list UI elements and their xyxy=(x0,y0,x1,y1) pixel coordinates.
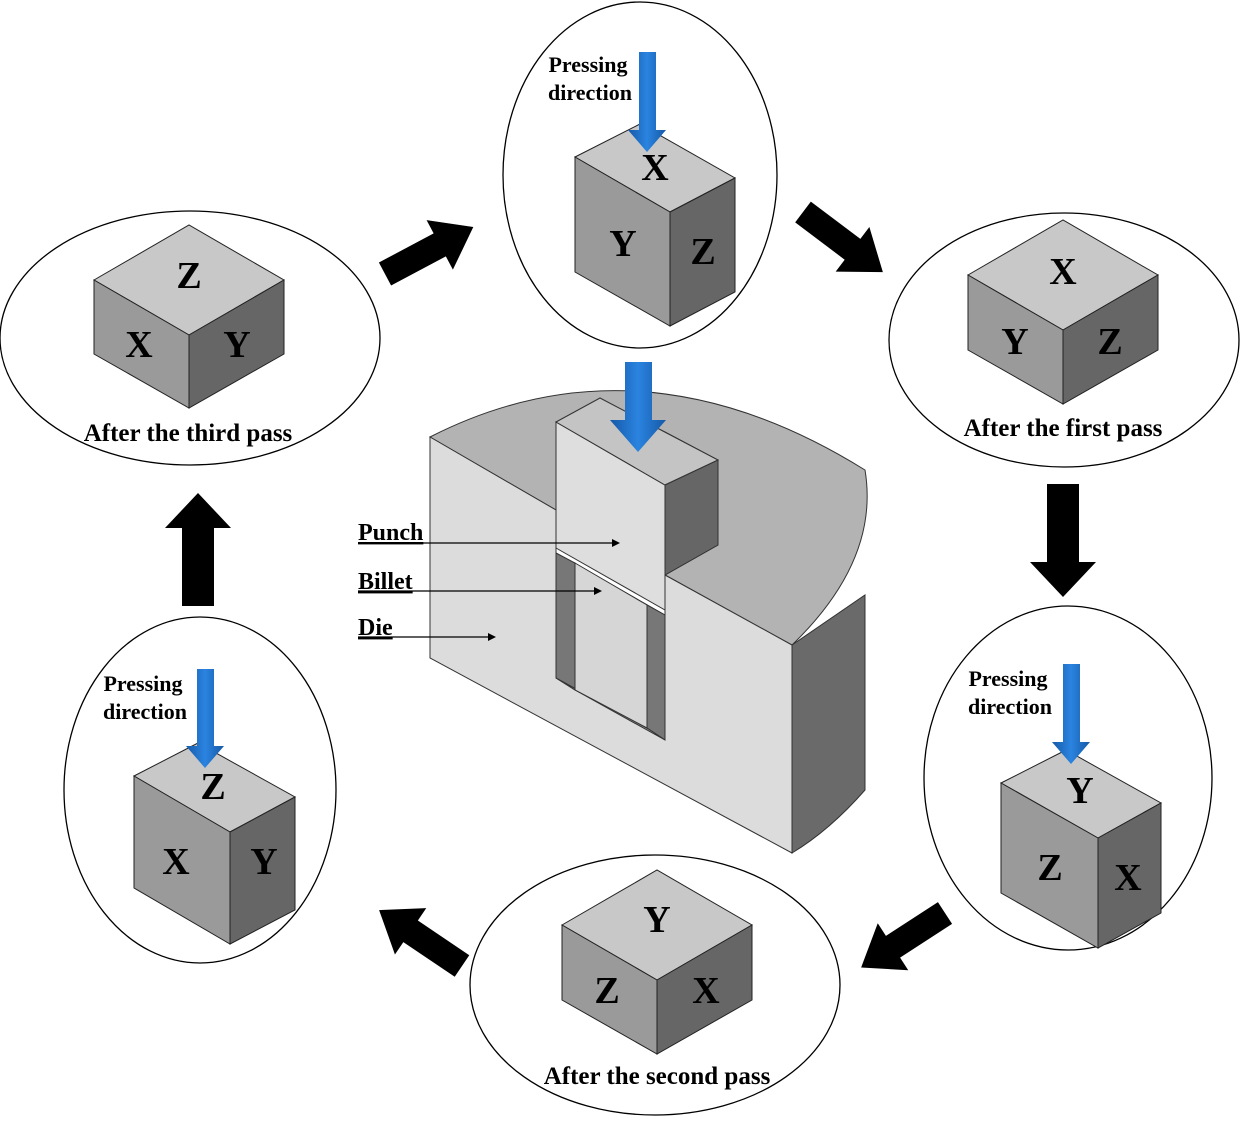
first-cube-right xyxy=(1062,274,1159,405)
second-cube-top-label: Y xyxy=(643,899,670,941)
flow-arrow-second-to-press3 xyxy=(379,908,470,977)
third-pass-cube: Z X Y xyxy=(93,224,285,409)
flow-arrow-press2-to-second xyxy=(861,902,953,971)
press2-cube-right xyxy=(1097,802,1162,949)
third-cube-right-label: Y xyxy=(223,324,250,366)
pressing-arrow-press2 xyxy=(1052,664,1090,764)
first-pass-cube: X Y Z xyxy=(967,219,1159,405)
pressing-label-press2-line2: direction xyxy=(968,694,1052,719)
press2-cube-left-label: Z xyxy=(1037,847,1062,889)
die-leader-head xyxy=(488,633,496,641)
first-pass-caption: After the first pass xyxy=(964,415,1163,442)
pressing-label-initial-line1: Pressing xyxy=(548,52,627,77)
third-cube-top-label: Z xyxy=(176,255,201,297)
initial-cube-right xyxy=(669,177,736,327)
second-cube-left-label: Z xyxy=(594,970,619,1012)
punch-side xyxy=(664,459,719,576)
press3-cube-left-label: X xyxy=(162,841,189,883)
press3-cube-top-label: Z xyxy=(200,766,225,808)
punch-leader-head xyxy=(612,539,620,547)
die-channel xyxy=(555,552,576,691)
pressing-arrow-press3 xyxy=(186,669,224,768)
press3-cube-right xyxy=(229,796,296,945)
flow-arrow-initial-to-first xyxy=(795,201,883,273)
second-pass-caption: After the second pass xyxy=(544,1063,771,1090)
press2-cube-right-label: X xyxy=(1114,857,1141,899)
punch-label: Punch xyxy=(358,520,423,546)
flow-arrow-first-to-press2 xyxy=(1030,484,1096,597)
third-cube-right xyxy=(188,279,285,409)
pressing-label-press3-line2: direction xyxy=(103,699,187,724)
die-assembly xyxy=(428,390,868,854)
initial-cube: X Y Z xyxy=(573,123,737,327)
pressing-label-press2-line1: Pressing xyxy=(968,666,1047,691)
initial-cube-top-label: X xyxy=(641,147,668,189)
pressing-label-press3-line1: Pressing xyxy=(103,671,182,696)
second-cube-right-label: X xyxy=(692,970,719,1012)
billet xyxy=(574,562,648,729)
first-cube-right-label: Z xyxy=(1097,321,1122,363)
flow-arrow-third-to-initial xyxy=(378,220,474,286)
die-outer-wall xyxy=(791,594,866,854)
second-pass-cube: Y Z X xyxy=(561,869,753,1055)
first-cube-left-label: Y xyxy=(1001,321,1028,363)
initial-cube-left-label: Y xyxy=(609,223,636,265)
press3-cube-right-label: Y xyxy=(250,841,277,883)
pressing-label-initial-line2: direction xyxy=(548,80,632,105)
die-channel-right xyxy=(646,604,666,741)
third-cube-left-label: X xyxy=(125,324,152,366)
third-pass-caption: After the third pass xyxy=(84,420,293,447)
flow-arrow-press3-to-third xyxy=(165,493,231,606)
press2-cube-top-label: Y xyxy=(1066,770,1093,812)
billet-leader-head xyxy=(594,587,602,595)
press3-cube: Z X Y xyxy=(132,742,297,945)
initial-cube-right-label: Z xyxy=(690,231,715,273)
press2-cube: Y Z X xyxy=(999,749,1163,949)
second-cube-right xyxy=(656,924,753,1055)
first-cube-top-label: X xyxy=(1049,251,1076,293)
central-pressing-arrow xyxy=(610,362,666,452)
pressing-arrow-initial xyxy=(628,52,666,152)
